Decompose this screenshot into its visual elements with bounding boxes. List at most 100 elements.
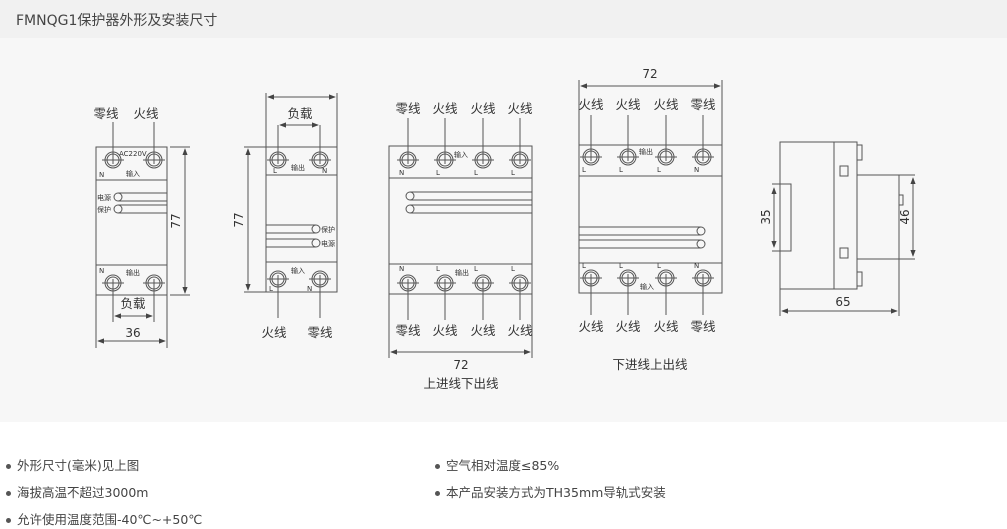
label-live: 火线 (261, 325, 287, 340)
terminal-screw-icon (434, 151, 456, 169)
dim-depth: 46 (898, 209, 912, 224)
spec-item: 外形尺寸(毫米)见上图 (6, 455, 139, 474)
dim-height: 77 (232, 212, 246, 227)
terminal-screw-icon (655, 148, 677, 166)
mark-l: L (269, 285, 273, 293)
mark-n: N (307, 285, 312, 293)
caption-top-in-bottom-out: 上进线下出线 (423, 376, 499, 391)
label-wire-top: 零线 (395, 101, 421, 116)
label-wire-bottom: 零线 (395, 323, 421, 338)
diagram-area (0, 38, 1007, 422)
mark-l: L (273, 167, 277, 175)
terminal-mark: L (511, 265, 515, 273)
spec-item: 本产品安装方式为TH35mm导轨式安装 (435, 482, 666, 501)
label-output: 输出 (639, 147, 653, 156)
label-wire-top: 火线 (507, 101, 533, 116)
label-wire-top: 零线 (690, 97, 716, 112)
label-input: 输入 (291, 266, 305, 275)
terminal-screw-icon (509, 274, 531, 292)
label-wire-top: 火线 (653, 97, 679, 112)
label-output: 输出 (291, 163, 305, 172)
label-ac220v: AC220V (119, 150, 147, 158)
label-wire-bottom: 火线 (578, 319, 604, 334)
label-input: 输入 (640, 282, 654, 291)
label-protect: 保护 (97, 205, 111, 214)
terminal-screw-icon (617, 148, 639, 166)
terminal-screw-icon (143, 151, 165, 169)
label-output: 输出 (455, 268, 469, 277)
terminal-mark: L (582, 166, 586, 174)
label-wire-bottom: 火线 (432, 323, 458, 338)
dim-length: 65 (835, 295, 850, 309)
mark-n: N (322, 167, 327, 175)
terminal-mark: L (474, 169, 478, 177)
terminal-screw-icon (267, 270, 289, 288)
terminal-mark: L (619, 166, 623, 174)
terminal-screw-icon (309, 151, 331, 169)
label-wire-top: 火线 (432, 101, 458, 116)
terminal-screw-icon (655, 269, 677, 287)
terminal-mark: L (582, 262, 586, 270)
spec-item: 海拔高温不超过3000m (6, 482, 149, 501)
terminal-screw-icon (309, 270, 331, 288)
terminal-screw-icon (397, 274, 419, 292)
terminal-screw-icon (102, 274, 124, 292)
mark-n: N (99, 267, 104, 275)
terminal-screw-icon (143, 274, 165, 292)
label-power: 电源 (97, 193, 111, 202)
label-power: 电源 (321, 239, 335, 248)
terminal-mark: L (657, 262, 661, 270)
header: FMNQG1保护器外形及安装尺寸 (0, 0, 1007, 38)
label-live: 火线 (133, 106, 159, 121)
label-wire-bottom: 火线 (653, 319, 679, 334)
label-input: 输入 (454, 150, 468, 159)
mark-n: N (99, 171, 104, 179)
spec-item: 空气相对温度≤85% (435, 455, 559, 474)
terminal-screw-icon (102, 151, 124, 169)
label-input: 输入 (126, 169, 140, 178)
label-load: 负载 (287, 106, 313, 121)
diagram-front-2p-right: 负载 77 输出 L N 输入 L N 保护 电源 火线 零线 (232, 93, 338, 340)
caption-bottom-in-top-out: 下进线上出线 (612, 357, 688, 372)
label-wire-bottom: 火线 (507, 323, 533, 338)
terminal-screw-icon (397, 151, 419, 169)
label-wire-bottom: 火线 (470, 323, 496, 338)
label-load: 负载 (120, 296, 146, 311)
terminal-mark: L (657, 166, 661, 174)
terminal-screw-icon (580, 269, 602, 287)
terminal-mark: N (399, 265, 404, 273)
terminal-mark: L (436, 169, 440, 177)
terminal-screw-icon (692, 269, 714, 287)
spec-item: 允许使用温度范围-40℃~+50℃ (6, 509, 202, 528)
terminal-mark: L (619, 262, 623, 270)
label-neutral: 零线 (307, 325, 333, 340)
terminal-screw-icon (580, 148, 602, 166)
terminal-mark: L (474, 265, 478, 273)
dim-width: 72 (642, 67, 657, 81)
dim-rail: 35 (759, 209, 773, 224)
terminal-screw-icon (692, 148, 714, 166)
terminal-mark: L (436, 265, 440, 273)
label-neutral: 零线 (93, 106, 119, 121)
terminal-screw-icon (472, 274, 494, 292)
label-output: 输出 (126, 268, 140, 277)
label-wire-top: 火线 (578, 97, 604, 112)
terminal-screw-icon (509, 151, 531, 169)
label-protect: 保护 (321, 225, 335, 234)
terminal-mark: N (399, 169, 404, 177)
label-wire-top: 火线 (615, 97, 641, 112)
terminal-mark: L (511, 169, 515, 177)
label-wire-top: 火线 (470, 101, 496, 116)
label-wire-bottom: 火线 (615, 319, 641, 334)
dim-width: 72 (453, 358, 468, 372)
terminal-screw-icon (472, 151, 494, 169)
terminal-mark: N (694, 262, 699, 270)
terminal-mark: N (694, 166, 699, 174)
dim-height: 77 (169, 213, 183, 228)
terminal-screw-icon (434, 274, 456, 292)
label-wire-bottom: 零线 (690, 319, 716, 334)
terminal-screw-icon (617, 269, 639, 287)
